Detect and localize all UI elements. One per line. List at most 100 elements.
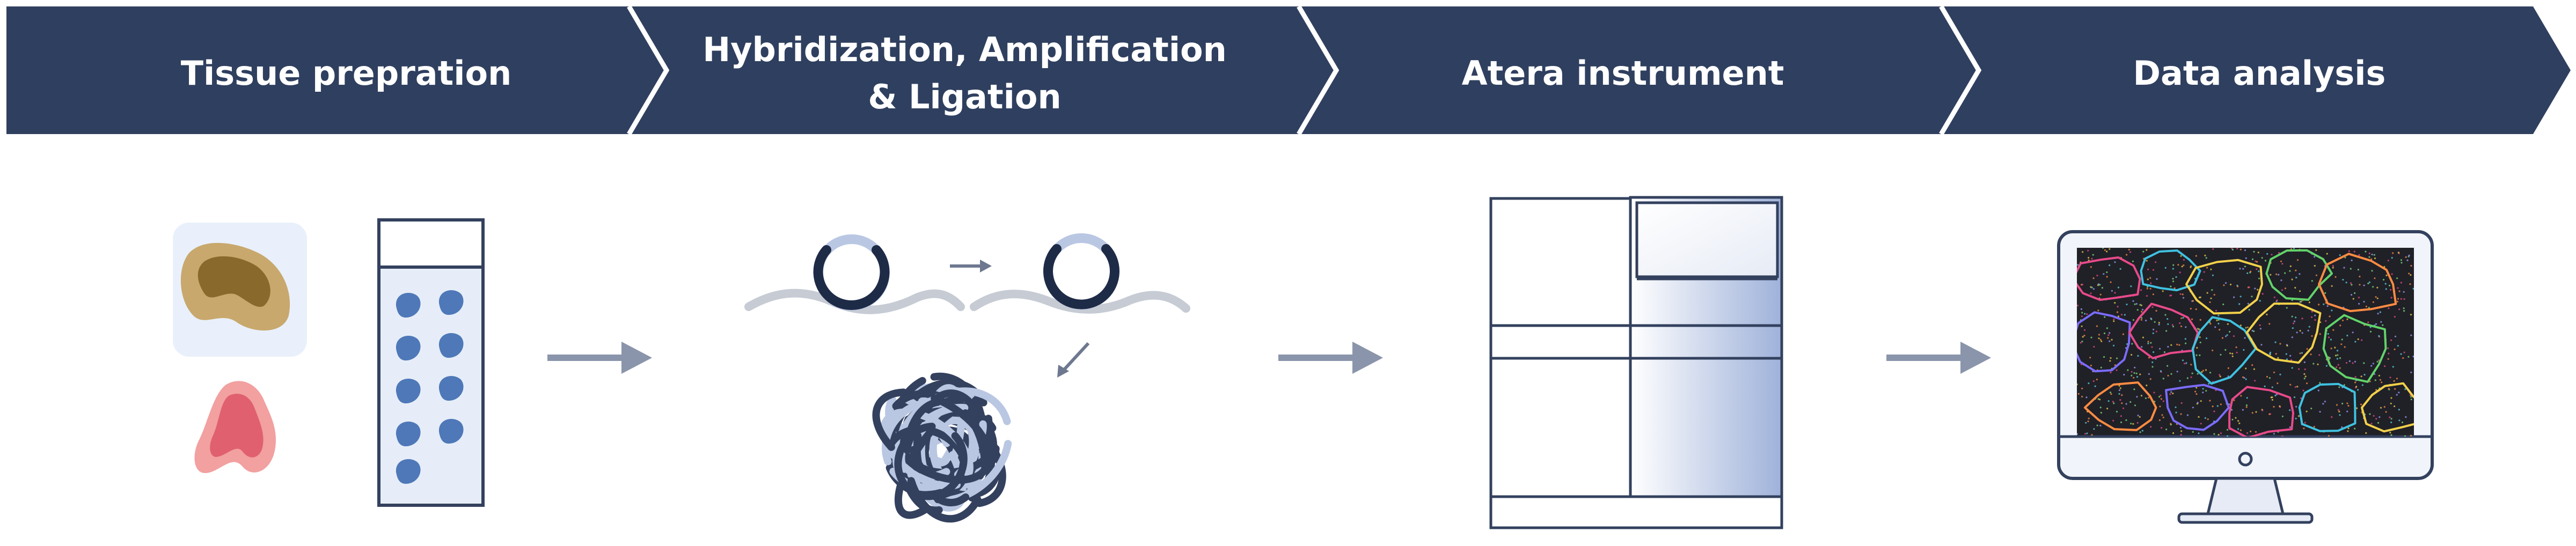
transcript-dot xyxy=(2135,302,2138,305)
transcript-dot xyxy=(2202,392,2204,394)
transcript-dot xyxy=(2160,370,2162,372)
transcript-dot xyxy=(2110,371,2112,374)
transcript-dot xyxy=(2291,367,2293,369)
monitor-stand-neck xyxy=(2206,477,2285,515)
transcript-dot xyxy=(2337,354,2339,356)
transcript-dot xyxy=(2130,423,2132,425)
tube-droplets xyxy=(396,290,464,484)
droplet xyxy=(438,290,464,315)
workflow-banner xyxy=(6,5,2571,136)
transcript-dot xyxy=(2293,248,2295,249)
transcript-dot xyxy=(2397,252,2399,254)
transcript-dot xyxy=(2271,386,2273,388)
transcript-dot xyxy=(2099,284,2101,286)
transcript-dot xyxy=(2304,422,2306,424)
arrow-right-icon xyxy=(1886,342,1991,374)
transcript-dot xyxy=(2348,250,2350,252)
monitor-stand-base xyxy=(2177,512,2314,524)
transcript-dot xyxy=(2231,355,2234,357)
transcript-dot xyxy=(2337,364,2339,366)
transcript-dot xyxy=(2147,342,2149,345)
transcript-dot xyxy=(2369,413,2371,415)
transcript-dot xyxy=(2172,264,2175,266)
transcript-dot xyxy=(2088,257,2090,259)
transcript-dot xyxy=(2259,300,2261,302)
transcript-dot xyxy=(2147,341,2149,343)
transcript-dot xyxy=(2410,334,2412,336)
transcript-dot xyxy=(2099,338,2102,341)
transcript-dot xyxy=(2159,405,2161,408)
instrument-display xyxy=(1635,201,1779,278)
transcript-dot xyxy=(2172,393,2174,395)
transcript-dot xyxy=(2331,416,2333,418)
transcript-dot xyxy=(2092,277,2095,279)
transcript-dot xyxy=(2354,341,2357,343)
transcript-dot xyxy=(2094,385,2096,387)
transcript-dot xyxy=(2398,409,2400,411)
transcript-dot xyxy=(2360,375,2362,378)
transcript-dot xyxy=(2191,318,2193,320)
transcript-dot xyxy=(2176,371,2178,373)
transcript-dot xyxy=(2196,387,2198,389)
transcript-dot xyxy=(2150,426,2152,428)
transcript-dot xyxy=(2084,313,2086,315)
transcript-dot xyxy=(2191,372,2193,374)
transcript-dot xyxy=(2299,290,2301,292)
transcript-dot xyxy=(2149,287,2151,290)
transcript-dot xyxy=(2398,392,2400,394)
transcript-dot xyxy=(2114,364,2116,366)
transcript-dot xyxy=(2396,394,2398,396)
transcript-dot xyxy=(2109,340,2111,342)
transcript-dot xyxy=(2290,359,2293,361)
transcript-dot xyxy=(2385,274,2388,277)
transcript-dot xyxy=(2344,346,2346,348)
droplet xyxy=(396,336,421,361)
transcript-dot xyxy=(2086,313,2088,315)
transcript-dot xyxy=(2285,353,2287,355)
instrument-icon xyxy=(1489,196,1783,529)
transcript-dot xyxy=(2194,390,2197,393)
target-strand-left xyxy=(744,289,965,314)
transcript-dot xyxy=(2120,421,2123,424)
droplet xyxy=(396,422,421,447)
transcript-dot xyxy=(2088,417,2090,419)
transcript-dot xyxy=(2253,330,2255,333)
transcript-dot xyxy=(2197,373,2199,375)
transcript-dot xyxy=(2085,422,2087,424)
transcript-dot xyxy=(2387,260,2389,262)
transcript-dot xyxy=(2336,350,2339,352)
transcript-dot xyxy=(2107,400,2110,402)
transcript-dot xyxy=(2137,355,2139,357)
transcript-dot xyxy=(2120,314,2123,316)
transcript-dot xyxy=(2275,353,2277,355)
cell-outline xyxy=(2083,381,2157,431)
arrow-2-head xyxy=(1352,342,1383,374)
transcript-dot xyxy=(2190,265,2192,267)
transcript-dot xyxy=(2196,354,2198,356)
transcript-dot xyxy=(2218,314,2220,316)
transcript-dot xyxy=(2311,316,2313,318)
transcript-dot xyxy=(2358,254,2360,256)
transcript-dot xyxy=(2328,336,2330,338)
transcript-dot xyxy=(2400,259,2402,261)
cell-outline xyxy=(2361,382,2414,433)
transcript-dot xyxy=(2101,287,2103,289)
transcript-dot xyxy=(2179,271,2181,274)
droplet xyxy=(438,419,464,444)
transcript-dot xyxy=(2161,427,2163,429)
transcript-dot xyxy=(2124,314,2126,316)
transcript-dot xyxy=(2332,267,2334,269)
transcript-dot xyxy=(2190,307,2192,310)
transcript-dot xyxy=(2190,364,2192,366)
transcript-dot xyxy=(2342,278,2344,281)
transcript-dot xyxy=(2233,296,2235,298)
transcript-dot xyxy=(2295,269,2297,271)
transcript-dot xyxy=(2325,320,2327,322)
transcript-dot xyxy=(2405,416,2407,418)
transcript-dot xyxy=(2294,286,2296,289)
transcript-dot xyxy=(2331,309,2333,312)
transcript-dot xyxy=(2295,316,2297,319)
transcript-dot xyxy=(2298,368,2300,370)
transcript-dot xyxy=(2104,249,2106,251)
transcript-dot xyxy=(2247,302,2249,305)
